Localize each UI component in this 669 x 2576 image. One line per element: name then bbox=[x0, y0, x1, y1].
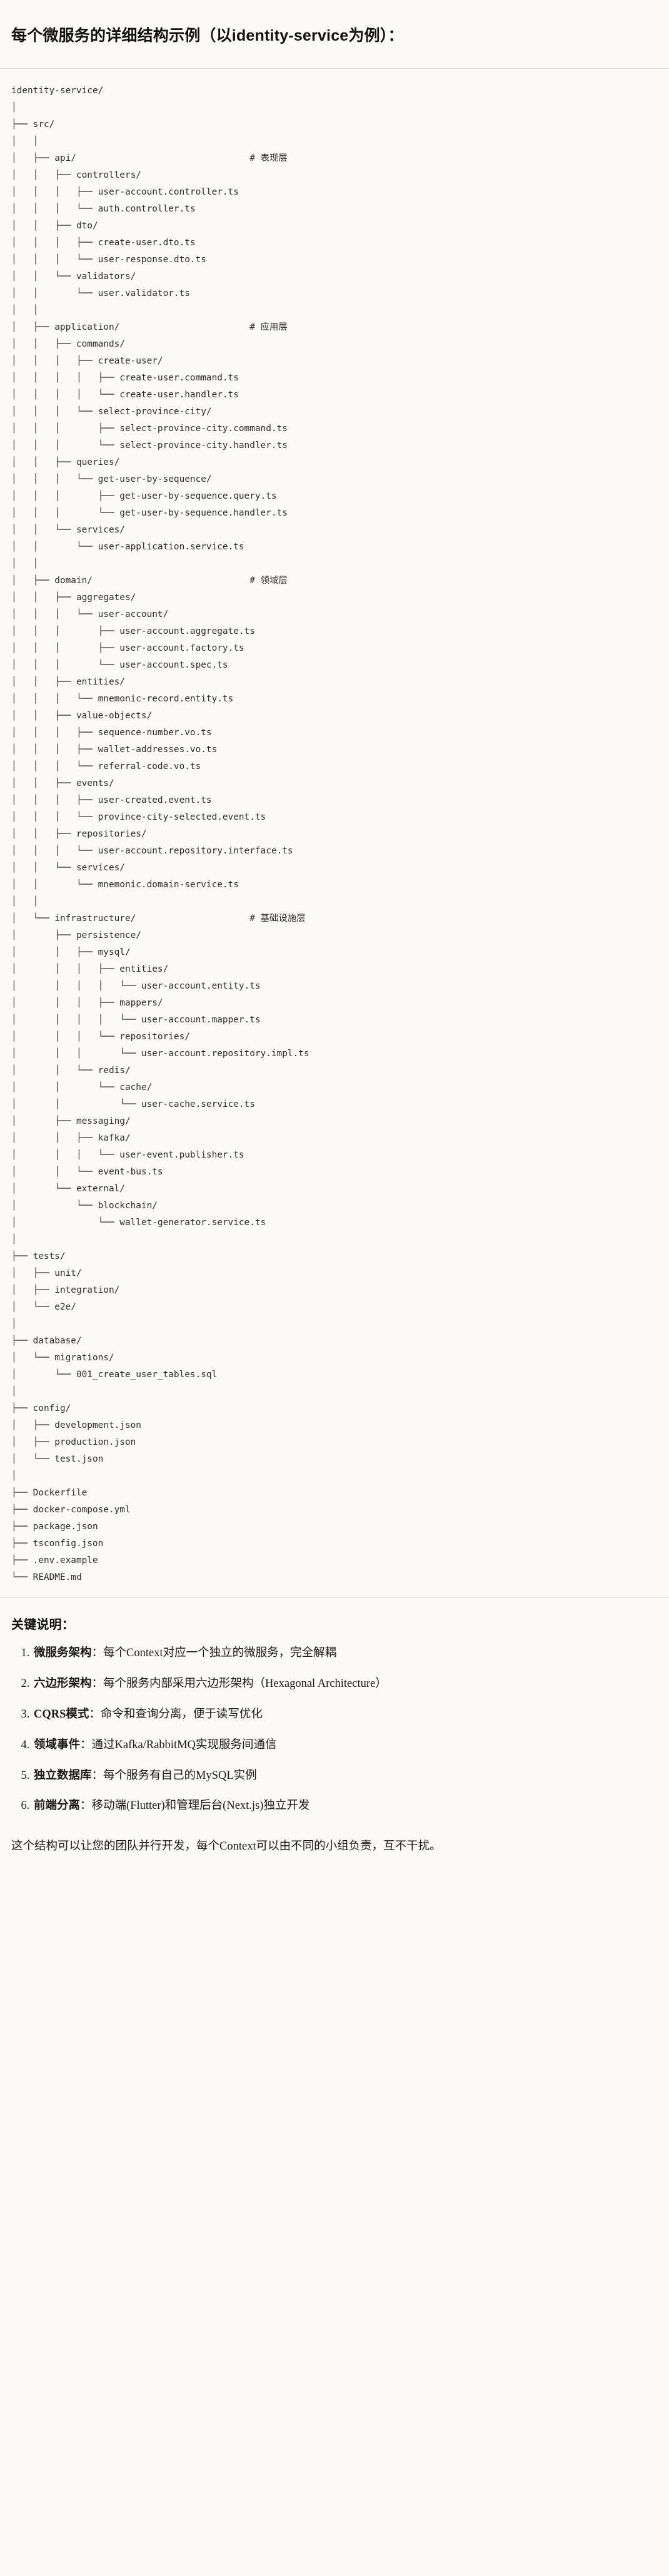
page-title: 每个微服务的详细结构示例（以identity-service为例）： bbox=[11, 26, 404, 44]
directory-tree: identity-service/ │ ├── src/ │ │ │ ├── a… bbox=[11, 86, 309, 1583]
key-point-separator: ： bbox=[91, 1769, 104, 1782]
key-point-separator: ： bbox=[91, 1647, 104, 1660]
divider-bottom bbox=[0, 1597, 669, 1599]
list-item: 领域事件：通过Kafka/RabbitMQ实现服务间通信 bbox=[33, 1737, 653, 1754]
key-point-separator: ： bbox=[80, 1738, 92, 1751]
key-point-term: 前端分离 bbox=[34, 1800, 81, 1813]
list-item: 微服务架构：每个Context对应一个独立的微服务，完全解耦 bbox=[33, 1645, 653, 1662]
key-points-title: 关键说明： bbox=[11, 1618, 74, 1632]
list-item: 独立数据库：每个服务有自己的MySQL实例 bbox=[33, 1768, 653, 1784]
closing-paragraph: 这个结构可以让您的团队并行开发，每个Context可以由不同的小组负责，互不干扰… bbox=[11, 1840, 441, 1853]
key-point-desc: 命令和查询分离，便于读写优化 bbox=[100, 1708, 263, 1721]
list-item: 前端分离：移动端(Flutter)和管理后台(Next.js)独立开发 bbox=[33, 1798, 653, 1815]
key-point-separator: ： bbox=[91, 1677, 104, 1691]
key-points-section: 关键说明： 微服务架构：每个Context对应一个独立的微服务，完全解耦 六边形… bbox=[0, 1598, 669, 1835]
divider-top bbox=[0, 68, 669, 69]
key-point-separator: ： bbox=[80, 1800, 92, 1813]
list-item: CQRS模式：命令和查询分离，便于读写优化 bbox=[33, 1706, 653, 1723]
key-point-term: 领域事件 bbox=[34, 1738, 81, 1751]
key-point-term: 微服务架构 bbox=[34, 1647, 92, 1660]
list-item: 六边形架构：每个服务内部采用六边形架构（Hexagonal Architectu… bbox=[33, 1676, 653, 1693]
key-point-term: 六边形架构 bbox=[34, 1677, 92, 1691]
key-points-list: 微服务架构：每个Context对应一个独立的微服务，完全解耦 六边形架构：每个服… bbox=[11, 1645, 653, 1815]
key-point-term: 独立数据库 bbox=[34, 1769, 92, 1782]
key-point-desc: 每个服务有自己的MySQL实例 bbox=[103, 1769, 257, 1782]
key-point-separator: ： bbox=[89, 1708, 101, 1721]
document-page: 每个微服务的详细结构示例（以identity-service为例）： ident… bbox=[0, 10, 669, 1872]
key-point-desc: 通过Kafka/RabbitMQ实现服务间通信 bbox=[91, 1738, 277, 1751]
key-point-desc: 每个服务内部采用六边形架构（Hexagonal Architecture） bbox=[103, 1677, 387, 1691]
key-point-term: CQRS模式 bbox=[34, 1708, 89, 1721]
directory-tree-block: identity-service/ │ ├── src/ │ │ │ ├── a… bbox=[0, 69, 669, 1597]
key-point-desc: 移动端(Flutter)和管理后台(Next.js)独立开发 bbox=[91, 1800, 310, 1813]
key-point-desc: 每个Context对应一个独立的微服务，完全解耦 bbox=[103, 1647, 337, 1660]
